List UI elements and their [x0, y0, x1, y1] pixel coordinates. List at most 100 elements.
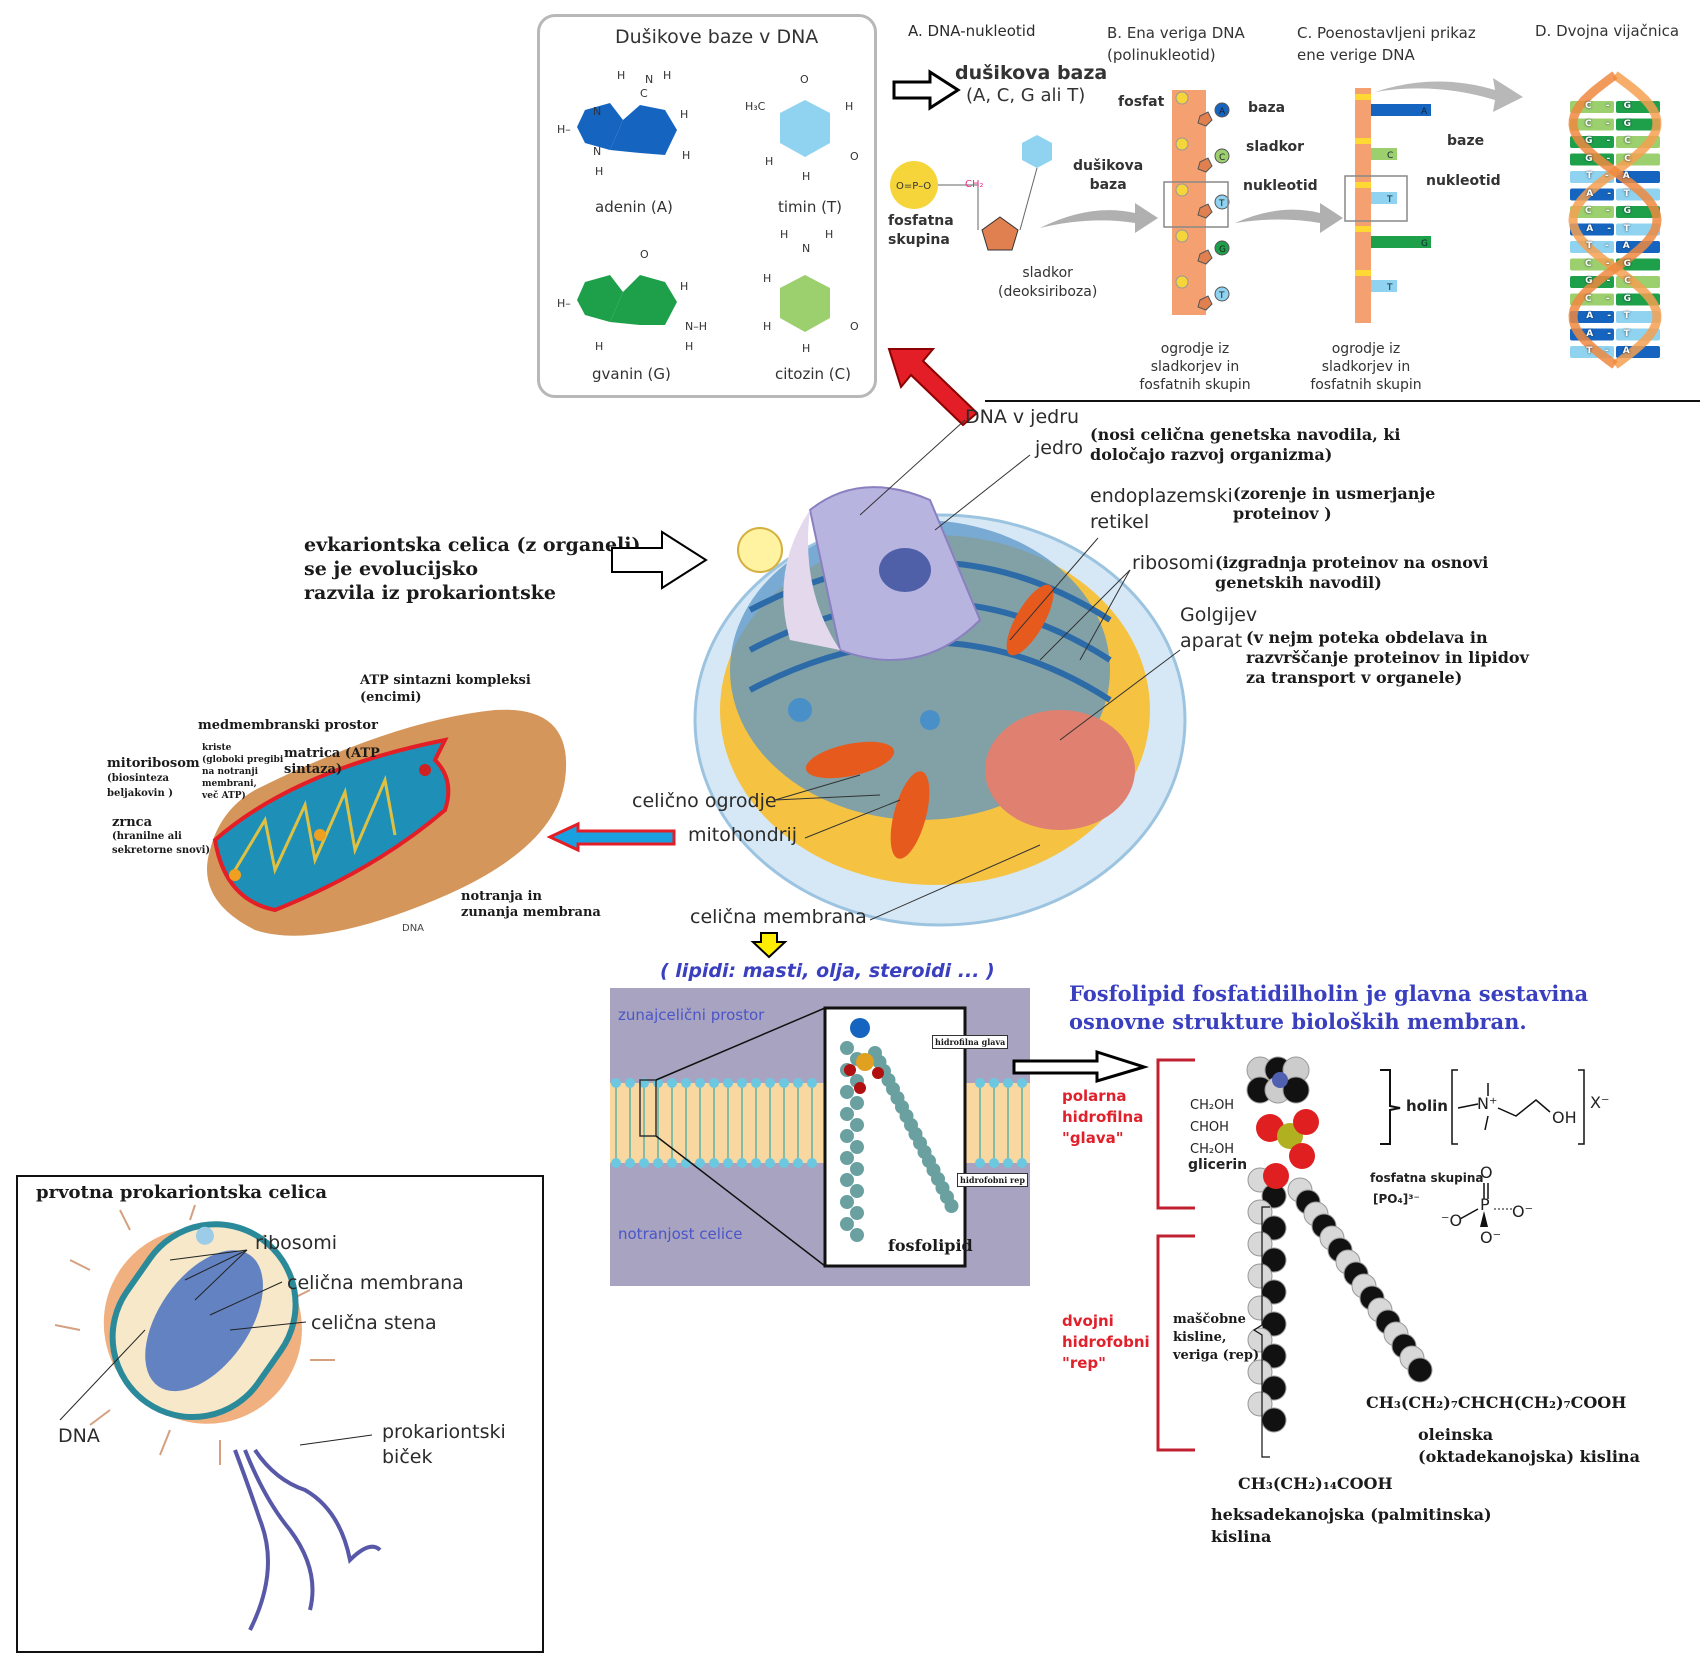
svg-text:H: H: [763, 320, 771, 333]
svg-text:H: H: [802, 342, 810, 355]
phosphate-o-left: ⁻O: [1441, 1211, 1463, 1230]
sugar-pentagon: [1197, 111, 1213, 127]
svg-text:N: N: [645, 73, 653, 86]
atom-sphere: [1282, 1076, 1310, 1104]
atom-sphere: [850, 1184, 864, 1198]
intermembrane-label: medmembranski prostor: [198, 718, 378, 733]
oleic-label: oleinska (oktadekanojska) kislina: [1418, 1424, 1640, 1468]
lipid-head: [639, 1158, 649, 1168]
double-helix-diagram: [1568, 71, 1662, 369]
oxygen-atom: [1263, 1163, 1289, 1189]
palmitic-label: heksadekanojska (palmitinska) kislina: [1211, 1504, 1492, 1548]
atom-sphere: [840, 1151, 854, 1165]
svg-text:H: H: [617, 69, 625, 82]
oxygen-atom: [844, 1064, 856, 1076]
nitrogen-atom: [850, 1018, 870, 1038]
er-label-line1: endoplazemski: [1090, 485, 1233, 507]
choline-bracket: [1380, 1069, 1401, 1145]
phospholipid-title-line2: osnovne strukture bioloških membran.: [1069, 1009, 1527, 1034]
outside-cell-label: zunajcelični prostor: [618, 1006, 765, 1024]
lipid-head: [1003, 1158, 1013, 1168]
strand-base-G: [1214, 240, 1230, 256]
lipid-head: [653, 1158, 663, 1168]
svg-text:H: H: [765, 155, 773, 168]
helix-backbone-2: [1568, 71, 1662, 369]
svg-text:H: H: [595, 165, 603, 178]
simplified-backbone-line3: fosfatnih skupin: [1310, 377, 1422, 393]
simplified-backbone-line2: sladkorjev in: [1321, 359, 1411, 375]
mitochondrion-2: [890, 771, 930, 859]
guanine-structure: O H N–H H– H H: [557, 248, 707, 353]
lipid-head: [625, 1158, 635, 1168]
glycerol-formula: CH₂OH CHOH CH₂OH: [1190, 1095, 1234, 1161]
helix-pair-label: G-C: [1585, 136, 1645, 146]
prok-membrana-label: celična membrana: [287, 1272, 464, 1294]
cytosine-label: citozin (C): [775, 365, 851, 383]
atp-complex-line1: ATP sintazni kompleksi: [360, 673, 531, 688]
cristae-line3: na notranji: [202, 767, 259, 777]
sugar-pentagon: [1197, 203, 1213, 219]
simplified-base-letter: A: [1421, 107, 1428, 117]
deoxyribose-pentagon: [981, 216, 1019, 251]
palmitic-line1: heksadekanojska (palmitinska): [1211, 1505, 1492, 1524]
double-tail-label: dvojni hidrofobni "rep": [1062, 1311, 1150, 1374]
red-arrow-up-icon: [887, 348, 979, 427]
fosfat-label: fosfat: [1118, 94, 1165, 110]
outline-arrow-right-icon-2: [611, 530, 708, 590]
strand-backbone-line3: fosfatnih skupin: [1139, 377, 1251, 393]
phosphate-group-icon: O=P–O: [890, 161, 1019, 251]
glycerol-line1: CH₂OH: [1190, 1098, 1235, 1113]
er-desc-line1: (zorenje in usmerjanje: [1233, 484, 1436, 503]
cristae-label: kriste (globoki pregibi na notranji memb…: [202, 742, 283, 802]
oxygen-atom: [854, 1082, 866, 1094]
sugar-label-line2: (deoksiriboza): [998, 284, 1098, 300]
sugar-label: sladkor (deoksiriboza): [998, 264, 1097, 302]
sugar-pentagon: [1197, 249, 1213, 265]
golgi-label: Golgijev aparat: [1180, 602, 1257, 654]
atom-sphere: [850, 1096, 864, 1110]
svg-text:H: H: [680, 108, 688, 121]
double-tail-line3: "rep": [1062, 1354, 1106, 1372]
strand-title-line1: B. Ena veriga DNA: [1107, 24, 1245, 42]
fatty-acid-bracket: [1252, 1206, 1270, 1458]
base-label: dušikova baza: [1073, 157, 1143, 195]
helix-pair-label: T-A: [1586, 241, 1644, 251]
cristae-line5: več ATP): [202, 791, 246, 801]
oxygen-atom: [1293, 1109, 1319, 1135]
lipid-head: [695, 1078, 705, 1088]
strand-base-A: [1214, 102, 1230, 118]
hydrophobic-tail-label: hidrofobni rep: [957, 1173, 1028, 1187]
simplified-base-A: [1371, 104, 1431, 116]
helix-base-G: [1616, 206, 1660, 218]
svg-text:H: H: [763, 272, 771, 285]
er-label: endoplazemski retikel: [1090, 483, 1233, 535]
mitoribosome-line3: beljakovin ): [107, 788, 173, 799]
strand-title: B. Ena veriga DNA (polinukleotid): [1107, 22, 1245, 66]
oleic-line1: oleinska: [1418, 1425, 1494, 1444]
lipid-head: [751, 1158, 761, 1168]
lipid-head: [793, 1158, 803, 1168]
base-label-line2: baza: [1089, 177, 1127, 193]
adenine-label: adenin (A): [595, 198, 673, 216]
lipid-head: [807, 1158, 817, 1168]
cristae-line1: kriste: [202, 743, 232, 753]
red-brackets: [1156, 1058, 1195, 1452]
outline-arrow-right-icon-3: [1012, 1049, 1150, 1084]
jedro-label: jedro: [1035, 437, 1084, 459]
atom-sphere: [840, 1173, 854, 1187]
evolution-line3: razvila iz prokariontske: [304, 582, 557, 604]
atom-sphere: [840, 1217, 854, 1231]
lipids-label: ( lipidi: masti, olja, steroidi ... ): [660, 960, 995, 982]
phospholipid-title: Fosfolipid fosfatidilholin je glavna ses…: [1069, 980, 1588, 1036]
nucleotide-thymine-icon: [1019, 135, 1052, 231]
blue-arrow-left-icon: [546, 821, 676, 853]
adenine-structure: N N C N H H H H H– H: [557, 69, 690, 178]
er-desc-line2: proteinov ): [1233, 504, 1332, 523]
lipid-head: [667, 1158, 677, 1168]
thymine-label: timin (T): [778, 198, 842, 216]
phospholipid-title-line1: Fosfolipid fosfatidilholin je glavna ses…: [1069, 981, 1589, 1006]
helix-pair-label: T-A: [1586, 346, 1644, 356]
thymine-ring: [780, 100, 830, 157]
glycerol-line2: CHOH: [1190, 1120, 1229, 1135]
